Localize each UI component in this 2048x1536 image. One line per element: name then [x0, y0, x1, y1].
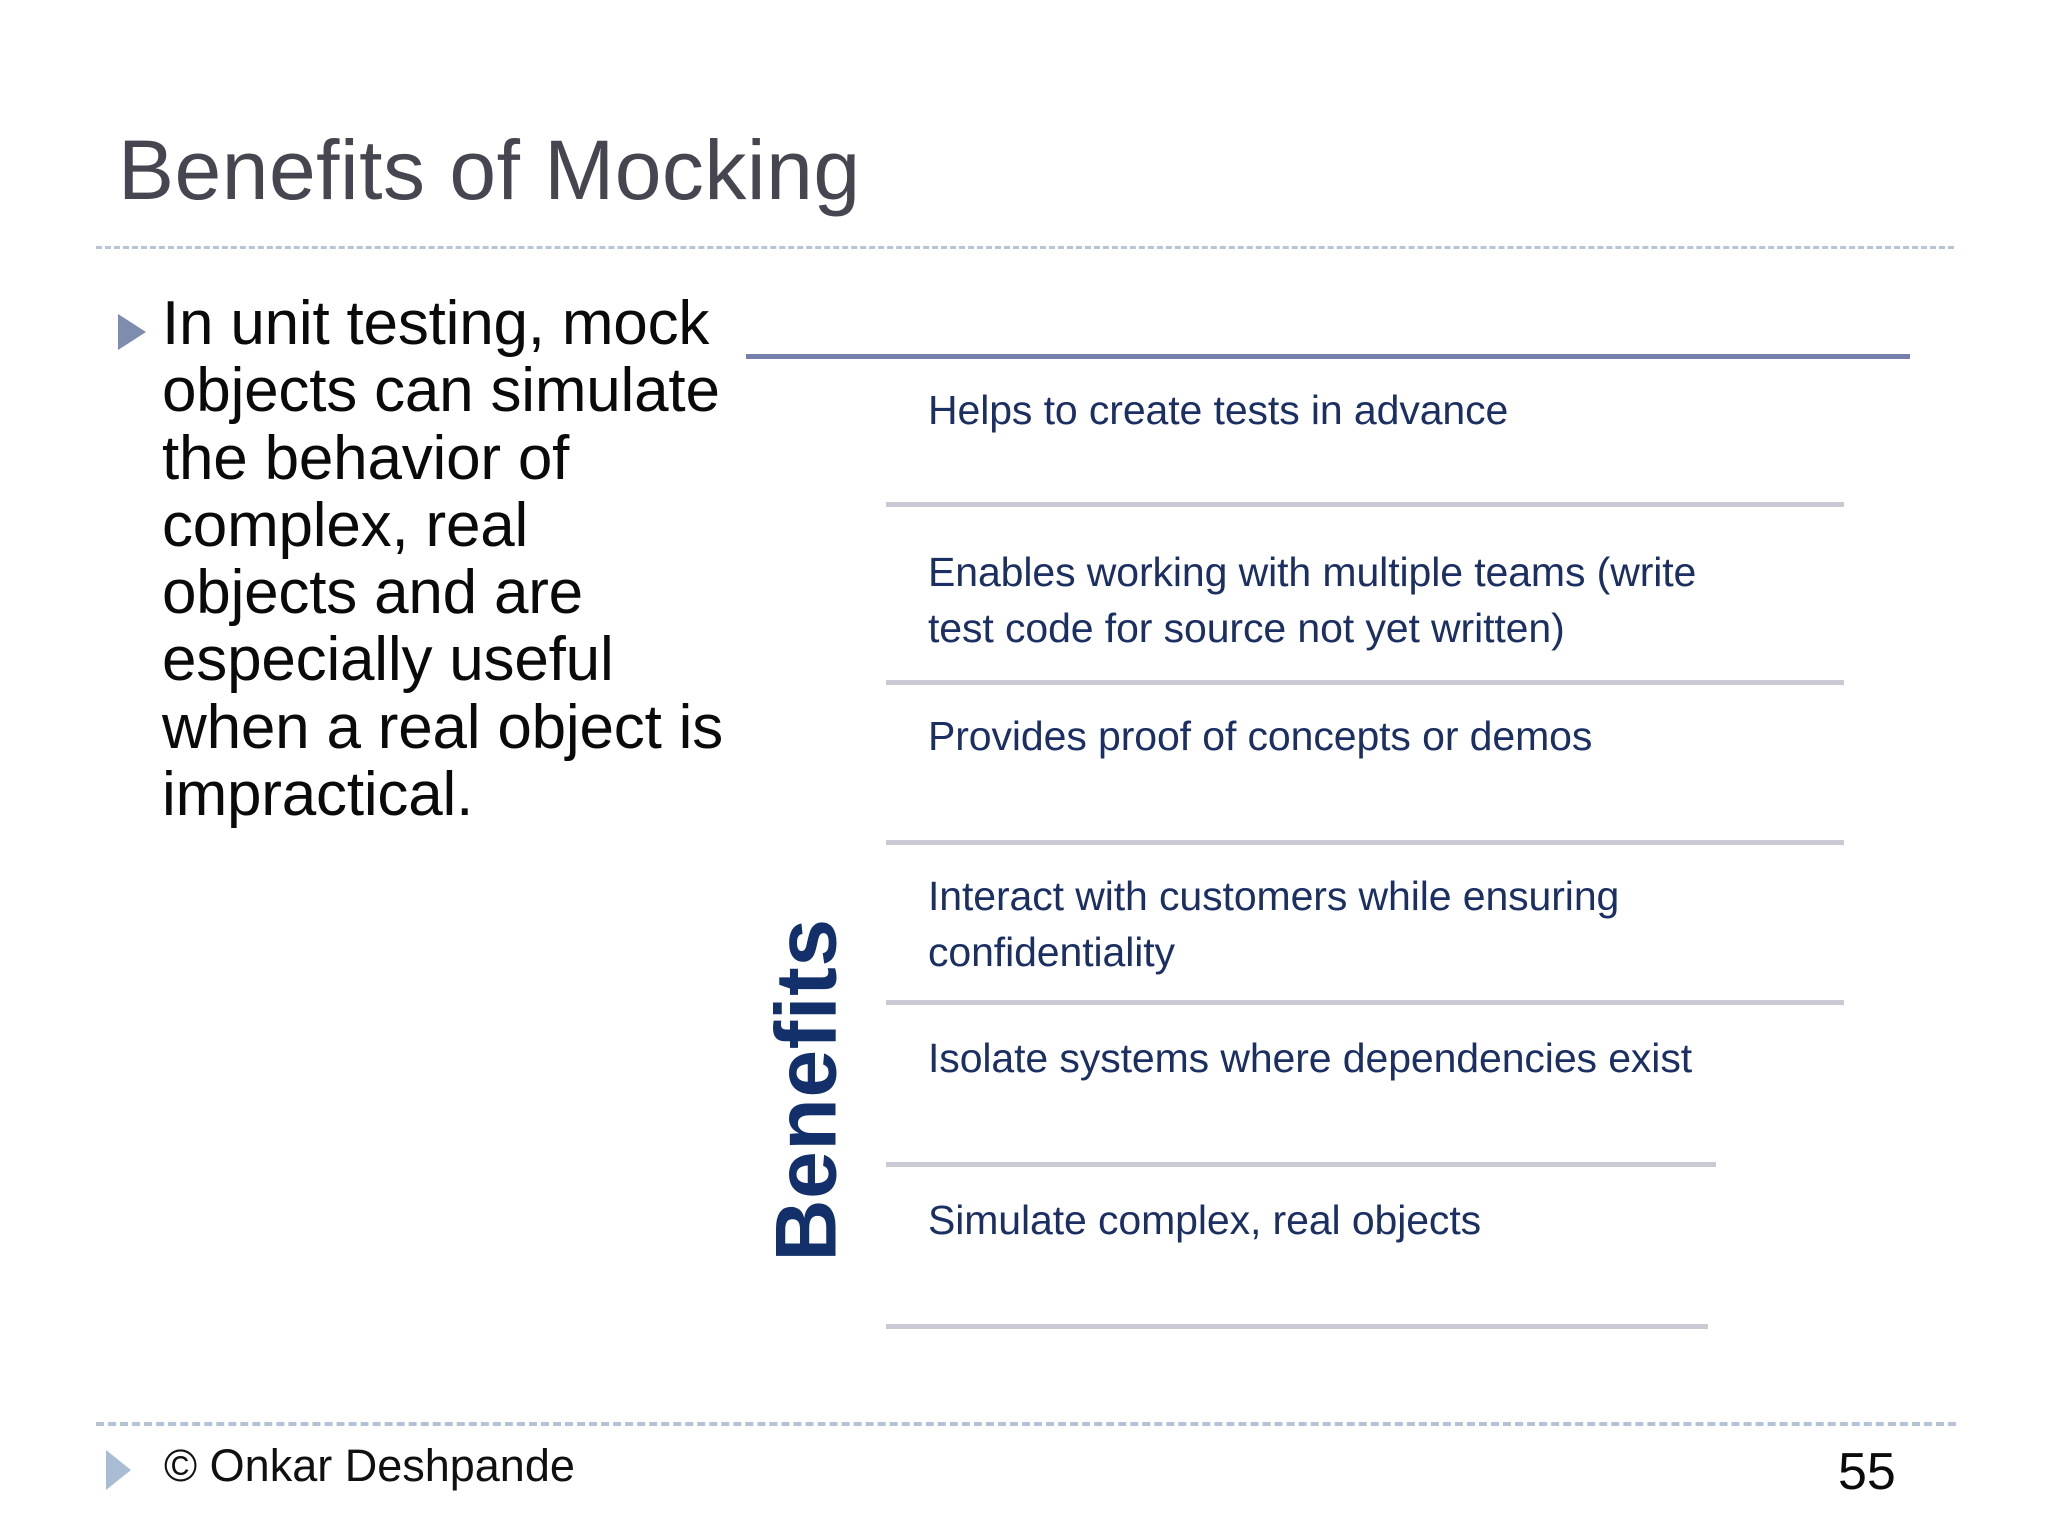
list-rule: [886, 680, 1844, 685]
triangle-bullet-icon: [104, 1448, 134, 1490]
triangle-bullet-icon: [116, 290, 162, 352]
body-paragraph: In unit testing, mock objects can simula…: [162, 289, 724, 829]
list-rule-top: [746, 354, 1910, 359]
list-rule: [886, 1000, 1844, 1005]
list-item-label: Enables working with multiple teams (wri…: [928, 549, 1697, 595]
list-rule: [886, 502, 1844, 507]
list-rule: [886, 840, 1844, 845]
list-item-label: Isolate systems where dependencies exist: [928, 1035, 1693, 1081]
list-item-label-line2: test code for source not yet written): [928, 605, 1565, 651]
body-bullet-block: In unit testing, mock objects can simula…: [116, 290, 726, 828]
title-divider: [96, 246, 1954, 249]
vertical-axis-label-wrap: Benefits: [742, 880, 872, 1300]
page-number: 55: [1838, 1443, 1896, 1501]
footer-credit: © Onkar Deshpande: [164, 1440, 575, 1491]
list-item-label: Helps to create tests in advance: [928, 387, 1509, 433]
list-item-label: Interact with customers while ensuring: [928, 873, 1620, 919]
footer-divider: [96, 1422, 1956, 1426]
vertical-axis-label: Benefits: [758, 918, 855, 1262]
page-title: Benefits of Mocking: [118, 123, 861, 217]
list-rule-bottom: [886, 1324, 1708, 1329]
list-rule: [886, 1162, 1716, 1167]
list-item-label-line2: confidentiality: [928, 929, 1175, 975]
list-item-label: Simulate complex, real objects: [928, 1197, 1482, 1243]
list-item-label: Provides proof of concepts or demos: [928, 713, 1593, 759]
